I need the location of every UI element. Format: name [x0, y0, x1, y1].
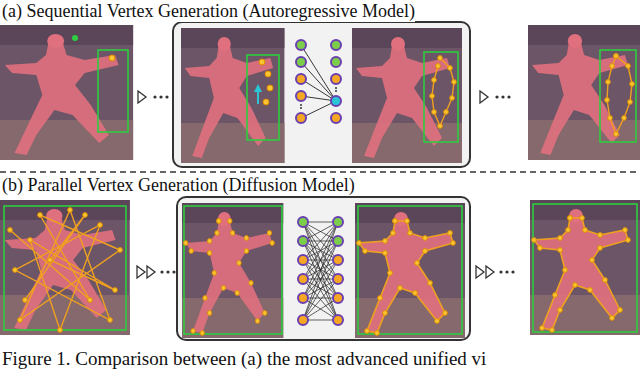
network-node: [298, 274, 308, 284]
network-node: [333, 293, 343, 303]
network-node: [298, 315, 308, 325]
network-node: [333, 274, 343, 284]
network-node: [298, 293, 308, 303]
mesh-link: [303, 298, 338, 320]
mesh-link: [303, 222, 338, 320]
network-node: [333, 255, 343, 265]
network-node: [298, 255, 308, 265]
mesh-link: [303, 222, 338, 320]
network-node: [298, 236, 308, 246]
network-node: [333, 236, 343, 246]
figure-caption: Figure 1. Comparison between (a) the mos…: [2, 348, 486, 370]
network-node: [298, 217, 308, 227]
panel-title: (a) Sequential Vertex Generation (Autore…: [2, 1, 415, 22]
mesh-link: [303, 260, 338, 320]
panel-title: (b) Parallel Vertex Generation (Diffusio…: [2, 175, 355, 196]
network-node: [333, 217, 343, 227]
network-node: [333, 315, 343, 325]
